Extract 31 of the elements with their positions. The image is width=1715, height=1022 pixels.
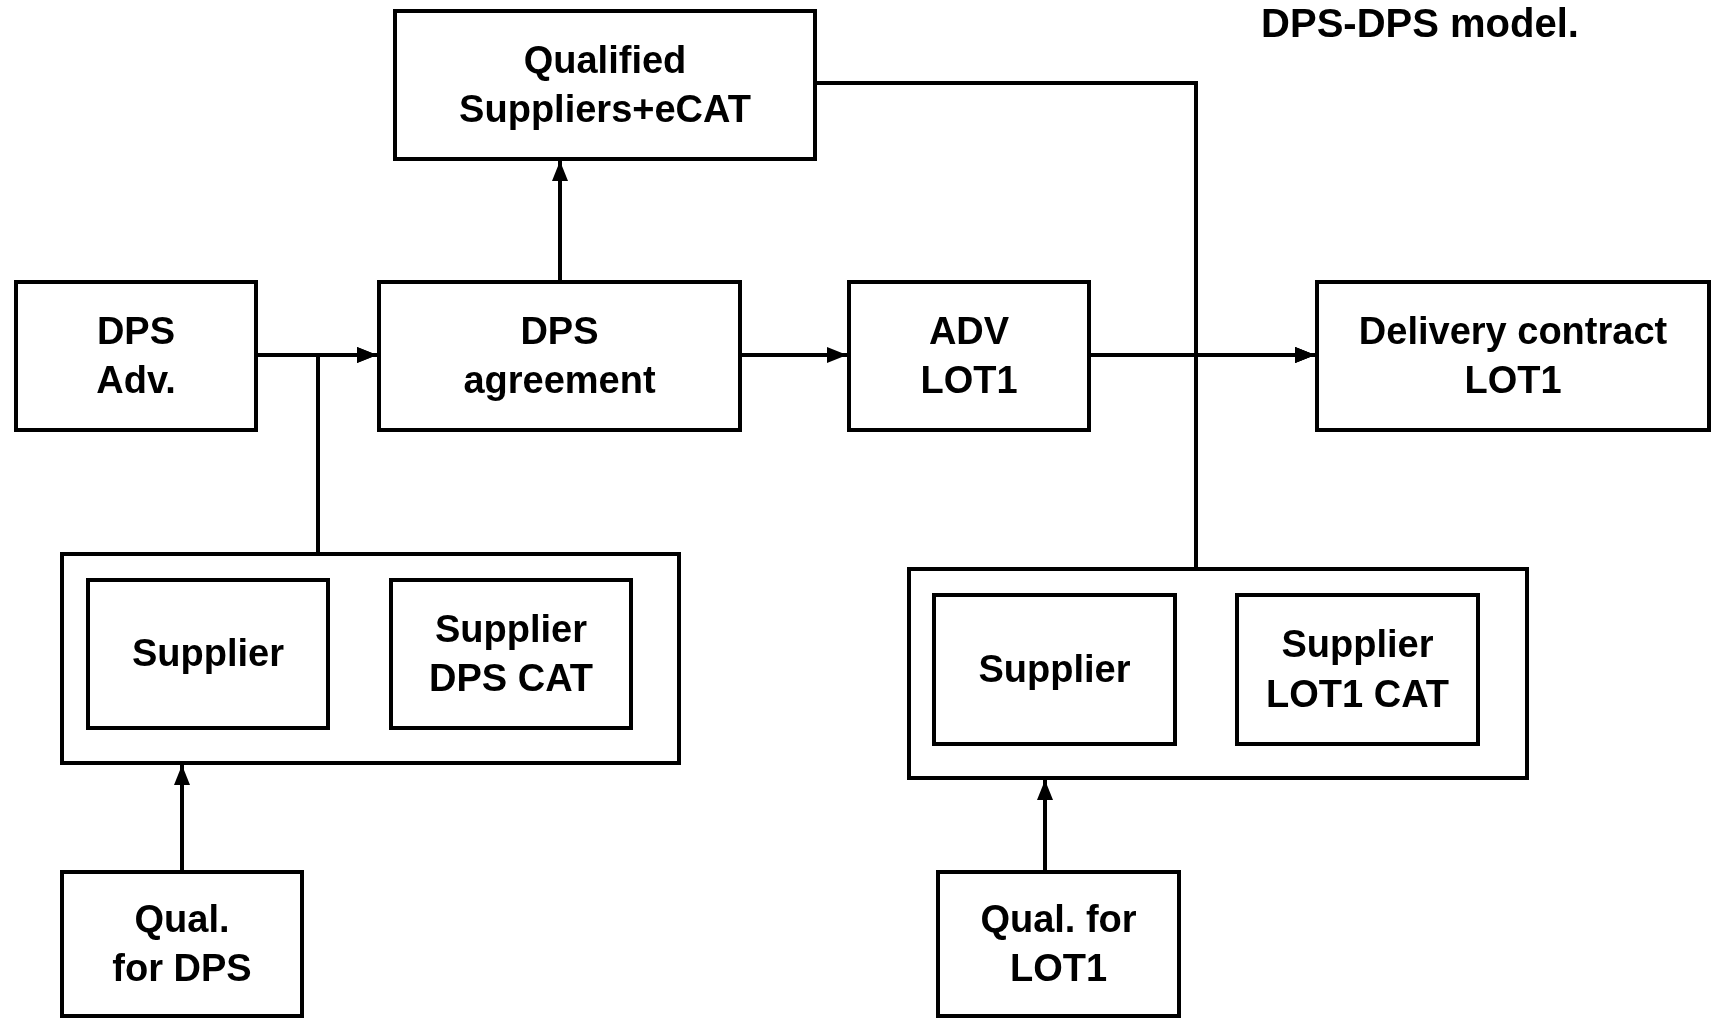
box-label: Supplier DPS CAT (428, 606, 594, 701)
process-box (389, 578, 633, 730)
process-box (847, 280, 1091, 432)
arrow (1037, 780, 1053, 870)
arrow (552, 161, 568, 280)
process-box (393, 9, 817, 161)
arrow (742, 347, 847, 363)
container-box (60, 552, 681, 765)
arrow (316, 347, 377, 552)
box-label: Qual. for DPS (111, 896, 253, 991)
process-box (936, 870, 1181, 1018)
container-box (907, 567, 1529, 780)
process-box (1235, 593, 1480, 746)
box-label: Qual. for LOT1 (979, 896, 1138, 991)
process-box (86, 578, 330, 730)
box-label: Qualified Suppliers+eCAT (458, 37, 752, 132)
box-label: DPS agreement (462, 308, 657, 403)
process-box (14, 280, 258, 432)
box-label: Supplier (978, 646, 1131, 692)
box-label: Supplier (132, 631, 284, 677)
box-label: ADV LOT1 (919, 308, 1019, 403)
box-label: Supplier LOT1 CAT (1265, 622, 1450, 717)
process-box (1315, 280, 1711, 432)
box-label: DPS Adv. (95, 308, 177, 403)
arrow (1194, 347, 1315, 567)
process-box (60, 870, 304, 1018)
box-label: Delivery contract LOT1 (1357, 308, 1669, 403)
diagram-title: DPS-DPS model. (1260, 0, 1580, 46)
process-box (932, 593, 1177, 746)
arrow (174, 765, 190, 870)
process-box (377, 280, 742, 432)
